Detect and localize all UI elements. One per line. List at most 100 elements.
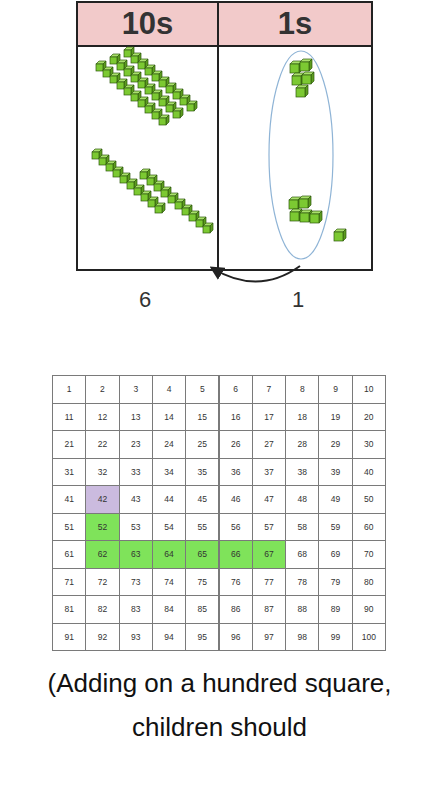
hundred-square-cell: 97: [252, 623, 286, 652]
hundred-square-cell: 74: [152, 568, 186, 597]
cube-face: [138, 100, 145, 107]
cube-face: [92, 152, 99, 159]
hundred-square-cell: 9: [318, 375, 352, 404]
hundred-square-cell: 44: [152, 485, 186, 514]
cube-face: [110, 57, 117, 64]
ten-rod-cube: [155, 203, 165, 213]
cube-side: [194, 101, 197, 111]
hundred-square-cell: 24: [152, 430, 186, 459]
cube-face: [138, 62, 145, 69]
header-rule: [77, 45, 372, 47]
hundred-square-cell: 75: [185, 568, 219, 597]
hundred-square-cell: 62: [85, 540, 119, 569]
hundred-square-cell: 42: [85, 485, 119, 514]
cube-face: [117, 82, 124, 89]
hundred-square-cell: 33: [119, 458, 153, 487]
cube-side: [180, 108, 183, 118]
exchange-arrow: [212, 266, 300, 282]
hundred-square-cell: 40: [352, 458, 386, 487]
hundred-square-cell: 79: [318, 568, 352, 597]
hundred-square-cell: 94: [152, 623, 186, 652]
hundred-square-cell: 82: [85, 595, 119, 624]
hundred-square-cell: 20: [352, 403, 386, 432]
hundred-square-cell: 76: [219, 568, 253, 597]
hundred-square-cell: 26: [219, 430, 253, 459]
hundred-square-cell: 18: [285, 403, 319, 432]
hundred-square-cell: 80: [352, 568, 386, 597]
cube-side: [308, 196, 311, 208]
hundred-square-cell: 58: [285, 513, 319, 542]
cube-face: [103, 70, 110, 77]
hundred-square-cell: 43: [119, 485, 153, 514]
exchange-ring: [269, 51, 333, 259]
cube-side: [319, 211, 322, 223]
cube-face: [155, 206, 162, 213]
cube-face: [127, 182, 134, 189]
hundred-square-cell: 13: [119, 403, 153, 432]
unit-cube: [310, 211, 322, 223]
hundred-square-cell: 41: [52, 485, 86, 514]
hundred-square-cell: 73: [119, 568, 153, 597]
cube-face: [302, 75, 311, 84]
hundred-square-cell: 57: [252, 513, 286, 542]
hundred-square-cell: 14: [152, 403, 186, 432]
unit-cube: [300, 59, 312, 71]
cube-face: [124, 88, 131, 95]
cube-face: [140, 172, 147, 179]
hundred-square-cell: 21: [52, 430, 86, 459]
place-value-chart: [77, 2, 372, 270]
hundred-square-cell: 78: [285, 568, 319, 597]
hundred-square-cell: 27: [252, 430, 286, 459]
ten-rod-cube: [159, 115, 169, 125]
hundred-square-cell: 16: [219, 403, 253, 432]
cube-face: [131, 94, 138, 101]
cube-face: [168, 196, 175, 203]
cube-face: [289, 200, 298, 209]
hundred-square-cell: 72: [85, 568, 119, 597]
cube-side: [210, 223, 213, 233]
hundred-square-cell: 93: [119, 623, 153, 652]
hundred-square-cell: 49: [318, 485, 352, 514]
hundred-square-cell: 10: [352, 375, 386, 404]
hundred-square-cell: 85: [185, 595, 219, 624]
cube-face: [166, 86, 173, 93]
cube-face: [196, 220, 203, 227]
cube-face: [134, 188, 141, 195]
cube-face: [145, 68, 152, 75]
hundred-square-cell: 55: [185, 513, 219, 542]
hundred-square-cell: 51: [52, 513, 86, 542]
ten-rod-cube: [203, 223, 213, 233]
hundred-square-cell: 100: [352, 623, 386, 652]
hundred-square-cell: 39: [318, 458, 352, 487]
hundred-square-cell: 47: [252, 485, 286, 514]
hundred-square-cell: 8: [285, 375, 319, 404]
hundred-square-cell: 6: [219, 375, 253, 404]
hundred-square-cell: 63: [119, 540, 153, 569]
cube-face: [106, 164, 113, 171]
hundred-square-cell: 4: [152, 375, 186, 404]
cube-face: [300, 62, 309, 71]
cube-face: [187, 104, 194, 111]
hundred-square-cell: 71: [52, 568, 86, 597]
cube-face: [138, 81, 145, 88]
hundred-square-cell: 5: [185, 375, 219, 404]
cube-face: [159, 118, 166, 125]
cube-face: [159, 80, 166, 87]
cube-face: [173, 92, 180, 99]
hundred-square-cell: 12: [85, 403, 119, 432]
hundred-square-cell: 35: [185, 458, 219, 487]
cube-face: [124, 50, 131, 57]
hundred-square-cell: 19: [318, 403, 352, 432]
hundred-square-cell: 29: [318, 430, 352, 459]
hundred-square-cell: 32: [85, 458, 119, 487]
hundred-square-cell: 7: [252, 375, 286, 404]
hundred-square-cell: 65: [185, 540, 219, 569]
cube-face: [131, 75, 138, 82]
hundred-square-cell: 59: [318, 513, 352, 542]
hundred-square-cell: 30: [352, 430, 386, 459]
hundred-square-cell: 3: [119, 375, 153, 404]
hundred-square-cell: 52: [85, 513, 119, 542]
unit-cube: [334, 229, 346, 241]
cube-side: [309, 59, 312, 71]
hundred-square-cell: 69: [318, 540, 352, 569]
